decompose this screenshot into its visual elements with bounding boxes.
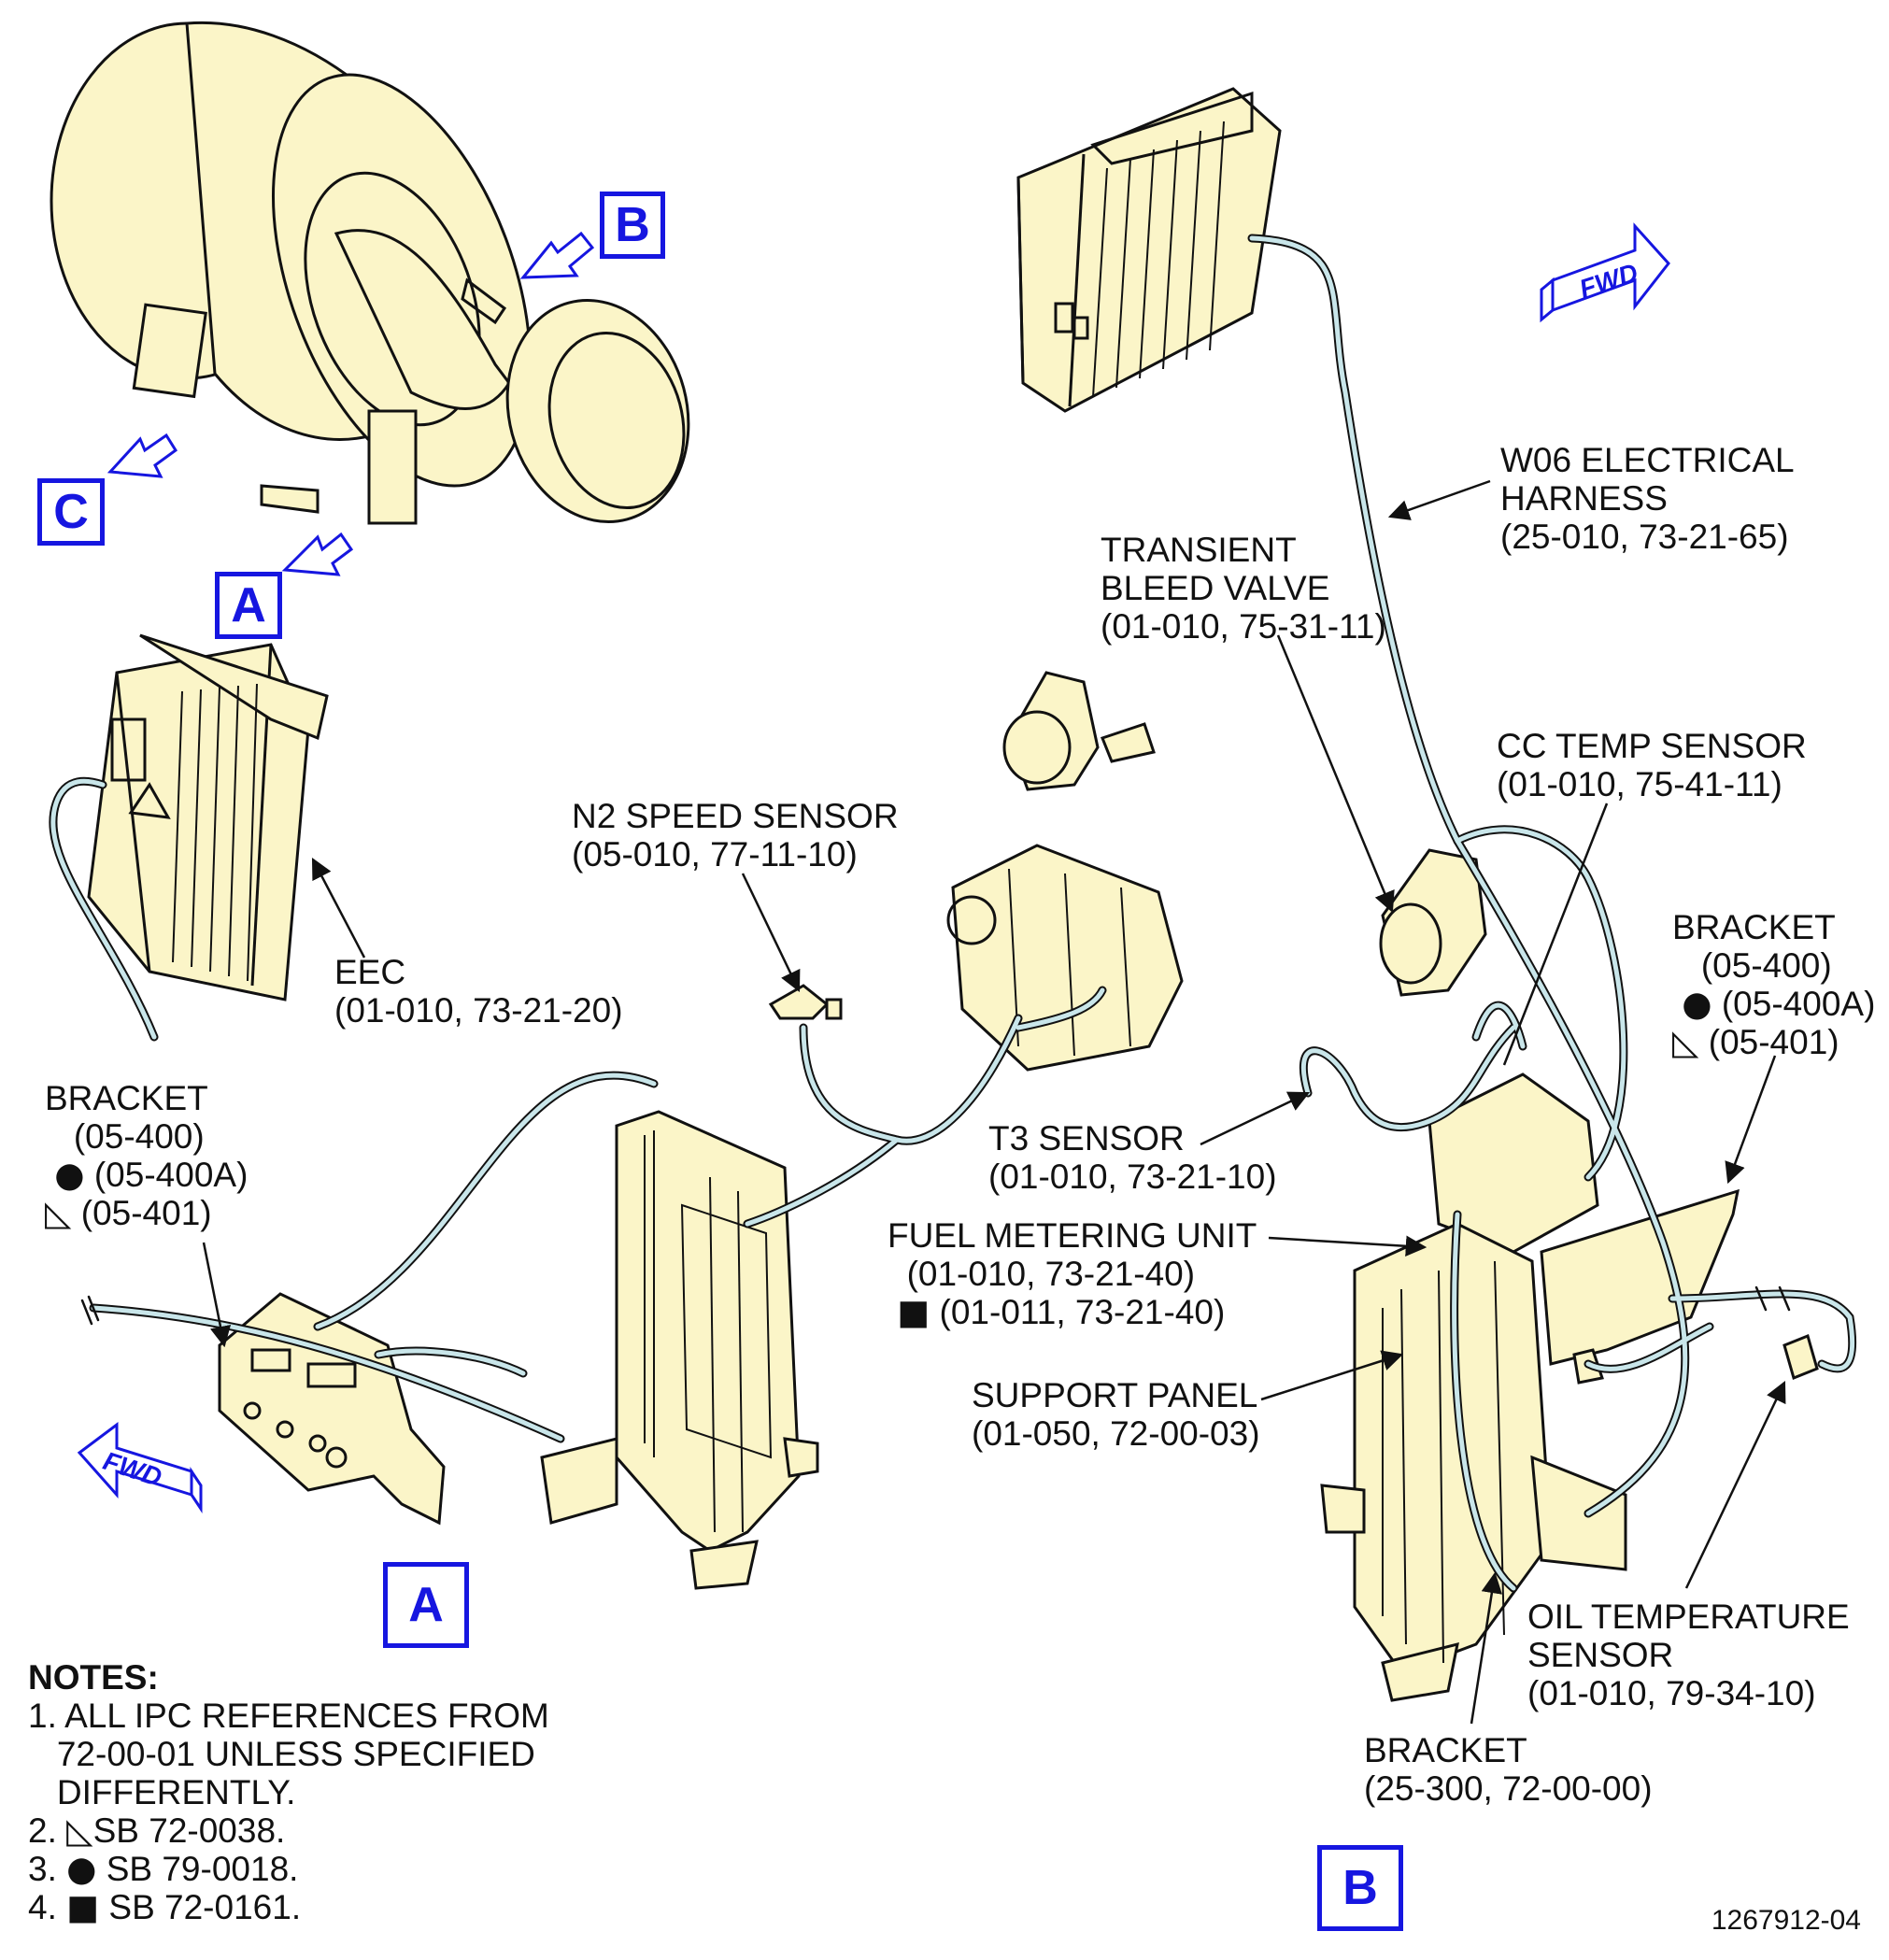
view-b-callout-top: B <box>600 192 665 259</box>
triangle-symbol: ◺ <box>1672 1022 1699 1062</box>
label-oil-temperature-sensor: OIL TEMPERATURE SENSOR (01-010, 79-34-10… <box>1527 1598 1850 1712</box>
label-w06-harness: W06 ELECTRICAL HARNESS (25-010, 73-21-65… <box>1500 441 1795 556</box>
circle-symbol: ● <box>1682 984 1712 1024</box>
label-bracket-b: BRACKET (05-400) ● (05-400A) ◺ (05-401) <box>1672 908 1876 1062</box>
label-t3-sensor: T3 SENSOR (01-010, 73-21-10) <box>988 1119 1277 1196</box>
label-fuel-metering-unit: FUEL METERING UNIT (01-010, 73-21-40) ■ … <box>888 1216 1257 1332</box>
harness-cables <box>49 234 1857 1593</box>
b-view-assembly <box>1016 87 1819 1702</box>
n2-sensor-part <box>768 984 843 1020</box>
triangle-symbol: ◺ <box>45 1193 72 1233</box>
tbv-fmu-assembly <box>946 671 1184 1072</box>
eec-unit <box>87 633 329 1001</box>
square-symbol: ■ <box>66 1887 100 1927</box>
label-cc-temp-sensor: CC TEMP SENSOR (01-010, 75-41-11) <box>1497 727 1807 803</box>
circle-symbol: ● <box>66 1849 97 1889</box>
square-symbol: ■ <box>897 1292 930 1332</box>
figure-number: 1267912-04 <box>1711 1905 1861 1936</box>
triangle-symbol: ◺ <box>66 1811 93 1851</box>
label-bracket-c: BRACKET (25-300, 72-00-00) <box>1364 1731 1653 1808</box>
fwd-arrows <box>77 222 1670 1513</box>
view-b-callout-bottom: B <box>1317 1845 1403 1931</box>
notes-title: NOTES: <box>28 1658 159 1697</box>
support-panel-a <box>540 1110 819 1590</box>
view-arrows <box>107 231 595 576</box>
label-eec: EEC (01-010, 73-21-20) <box>334 953 623 1030</box>
engine-overview <box>50 21 690 525</box>
view-c-callout-top: C <box>37 478 105 546</box>
label-support-panel: SUPPORT PANEL (01-050, 72-00-03) <box>972 1376 1260 1453</box>
leader-lines <box>202 479 1786 1725</box>
circle-symbol: ● <box>54 1155 85 1195</box>
label-transient-bleed-valve: TRANSIENT BLEED VALVE (01-010, 75-31-11) <box>1101 531 1386 646</box>
label-n2-speed-sensor: N2 SPEED SENSOR (05-010, 77-11-10) <box>572 797 899 873</box>
label-bracket-a: BRACKET (05-400) ● (05-400A) ◺ (05-401) <box>45 1079 249 1233</box>
view-a-callout-top: A <box>215 572 282 639</box>
view-a-callout-bottom: A <box>383 1562 469 1648</box>
notes-block: NOTES: 1. ALL IPC REFERENCES FROM 72-00-… <box>28 1658 549 1927</box>
